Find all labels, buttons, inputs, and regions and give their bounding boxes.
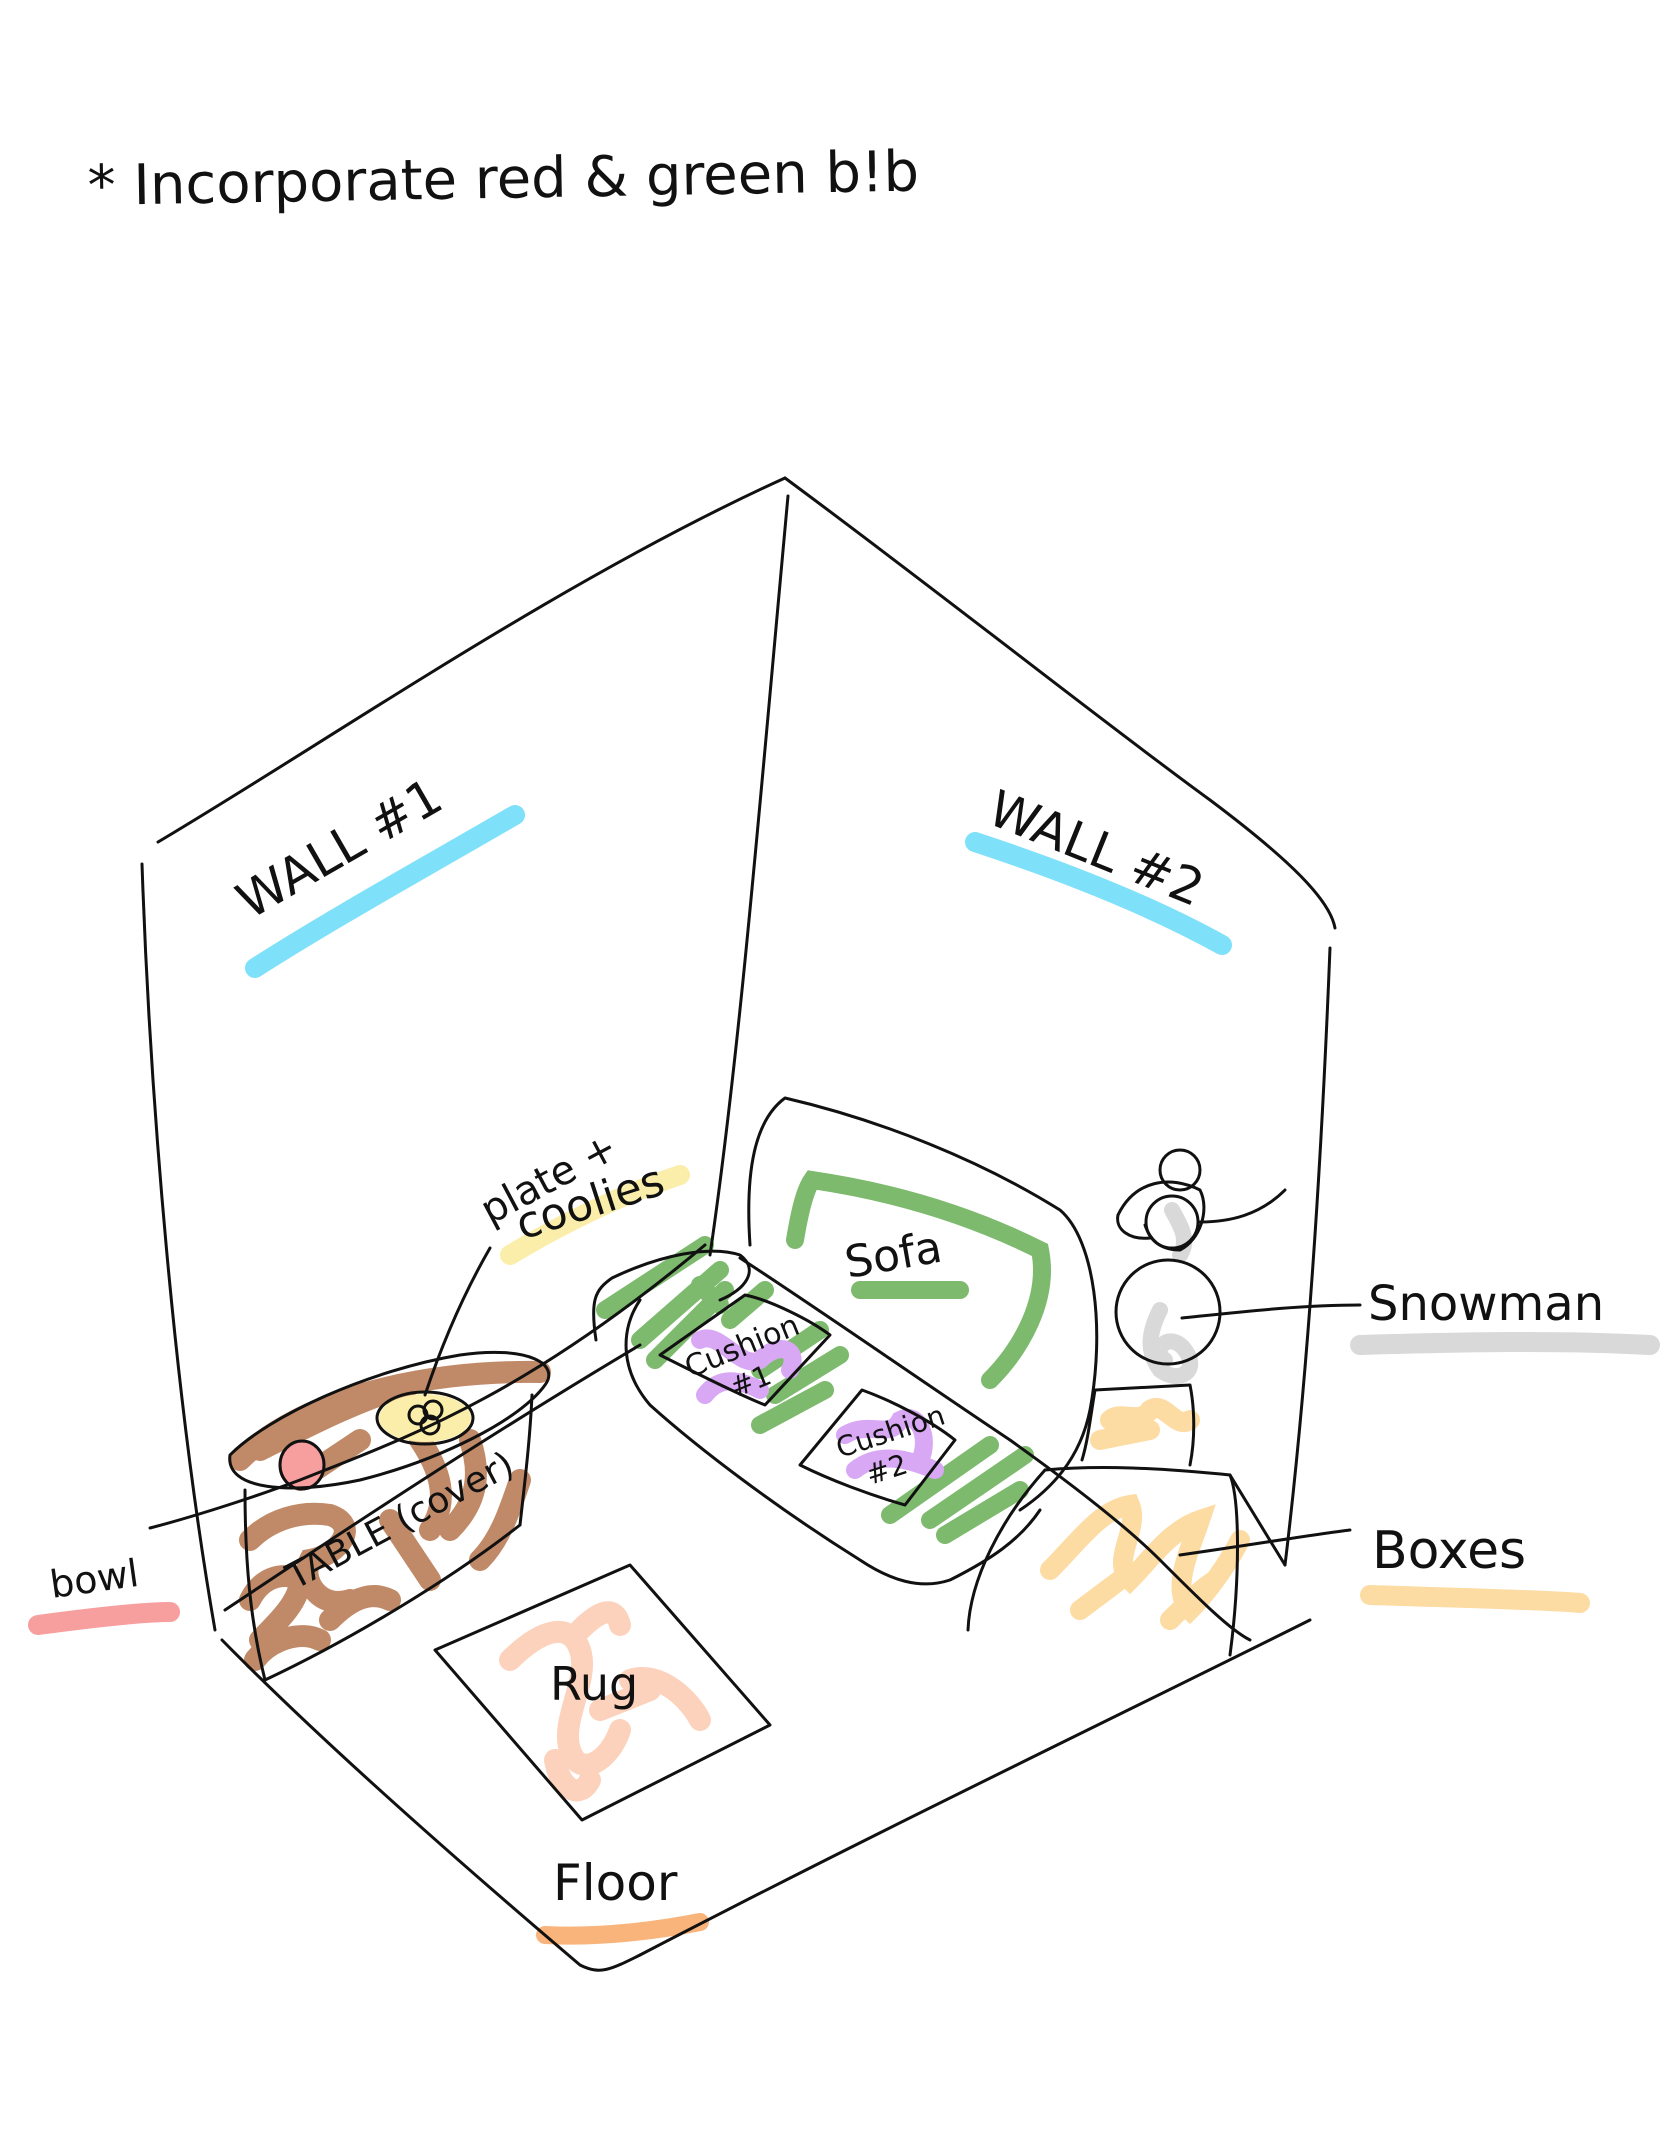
table-leader: [223, 1343, 642, 1612]
cushion-scribble: [691, 1329, 944, 1479]
snowman-outline: [1114, 1148, 1287, 1366]
plate-highlight: [500, 1165, 690, 1265]
rug-outline: [433, 1563, 772, 1822]
plate-leader: [423, 1246, 492, 1397]
leader-lines: [148, 1243, 1362, 1612]
floor-left-edge: [220, 1638, 642, 1972]
bowl-label: bowl: [47, 1551, 141, 1607]
boxes-highlight: [1360, 1585, 1590, 1613]
sofa-label: Sofa: [841, 1222, 946, 1289]
wall2-right-edge: [1283, 946, 1332, 1567]
sofa-outline: [592, 1096, 1252, 1642]
bowl-fill: [280, 1441, 324, 1489]
boxes-leader: [1178, 1528, 1352, 1557]
floor-right-edge: [638, 1618, 1312, 1957]
wall1-highlight: [245, 805, 525, 978]
boxes-label: Boxes: [1372, 1521, 1526, 1581]
rug-label: Rug: [550, 1657, 638, 1711]
corner-edge: [708, 494, 790, 1257]
snowman-highlight: [1350, 1331, 1660, 1355]
marker-highlights: [28, 805, 1660, 1945]
wall1-left-edge: [140, 862, 217, 1632]
bowl-highlight: [28, 1602, 180, 1635]
sofa-scribble: [596, 1170, 1051, 1544]
boxes-scribble: [1040, 1398, 1250, 1630]
room-outline: [140, 476, 1337, 1972]
table-outline: [228, 1350, 551, 1682]
wall1-top-edge: [156, 476, 787, 844]
snowman-label: Snowman: [1368, 1276, 1604, 1332]
wall2-highlight: [965, 832, 1232, 955]
snowman-leader: [1180, 1303, 1362, 1320]
snowman-shade: [1142, 1202, 1199, 1384]
floor-label: Floor: [553, 1854, 678, 1912]
bowl-outline: [278, 1439, 326, 1491]
design-note: * Incorporate red & green b!b: [87, 139, 919, 218]
rug-scribble: [499, 1601, 711, 1802]
bowl-leader: [148, 1243, 707, 1530]
floor-highlight: [536, 1913, 709, 1945]
wall2-top-edge: [783, 476, 1337, 930]
boxes-outline: [966, 1383, 1287, 1657]
